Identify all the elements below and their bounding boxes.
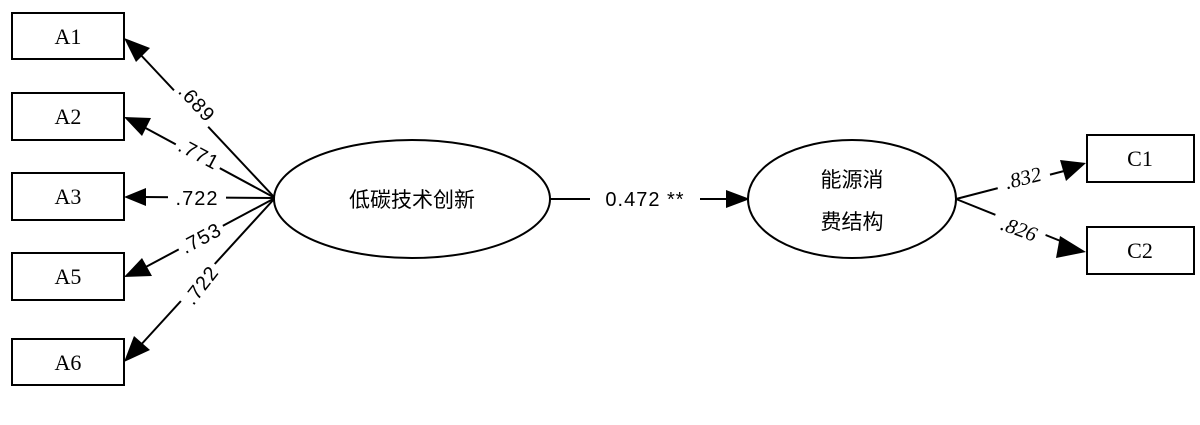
indicator-label-a5: A5	[55, 264, 82, 289]
loading-label-c1: .832	[993, 158, 1053, 198]
loading-label-c2: .826	[989, 207, 1049, 251]
latent-low-carbon-innovation: 低碳技术创新	[273, 139, 551, 259]
indicator-box-c1: C1	[1086, 134, 1195, 183]
latent-label-right-line2: 费结构	[821, 210, 884, 234]
indicator-box-c2: C2	[1086, 226, 1195, 275]
indicator-label-a3: A3	[55, 184, 82, 209]
svg-text:.722: .722	[176, 188, 219, 210]
indicator-label-a1: A1	[55, 24, 82, 49]
indicator-label-c2: C2	[1127, 238, 1153, 263]
svg-text:.832: .832	[1002, 162, 1044, 194]
loading-label-a3: .722	[168, 184, 226, 210]
indicator-box-a6: A6	[11, 338, 125, 386]
loading-label-a5: .753	[172, 214, 230, 262]
indicator-box-a2: A2	[11, 92, 125, 141]
indicator-label-a6: A6	[55, 350, 82, 375]
indicator-box-a1: A1	[11, 12, 125, 60]
indicator-label-a2: A2	[55, 104, 82, 129]
indicator-box-a3: A3	[11, 172, 125, 221]
indicator-box-a5: A5	[11, 252, 125, 301]
indicator-label-c1: C1	[1127, 146, 1153, 171]
latent-label-left: 低碳技术创新	[349, 188, 475, 212]
loading-label-a6: .722	[175, 257, 227, 313]
latent-energy-consumption-structure: 能源消 费结构	[747, 139, 957, 259]
path-coefficient: 0.472 **	[605, 189, 684, 211]
latent-label-right-line1: 能源消	[821, 168, 884, 192]
structural-path: 0.472 **	[550, 184, 750, 212]
loading-label-a1: .689	[170, 75, 224, 131]
